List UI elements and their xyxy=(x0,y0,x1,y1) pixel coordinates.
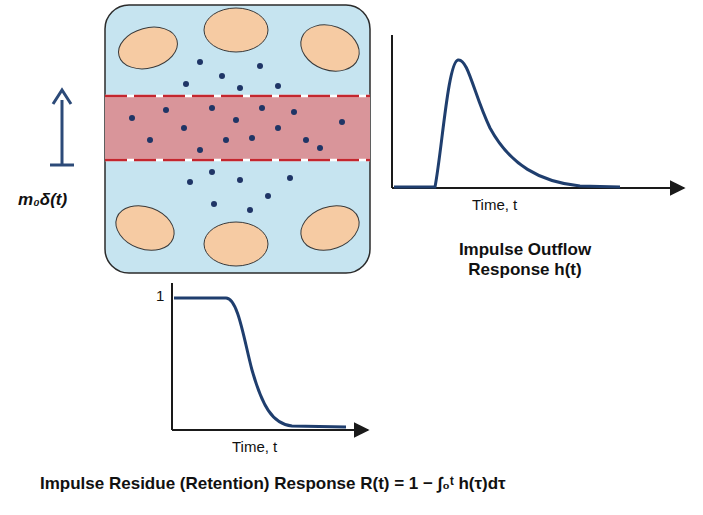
axis-label: Time, t xyxy=(232,438,277,456)
vessel-wall xyxy=(105,96,370,160)
tissue-region xyxy=(105,5,370,273)
axis-label: Time, t xyxy=(472,196,517,214)
caption-formula: Impulse Residue (Retention) Response R(t… xyxy=(40,474,506,494)
residue-graph xyxy=(172,283,368,430)
graph-title: Impulse Outflow Response h(t) xyxy=(430,240,620,281)
outflow-graph xyxy=(392,35,684,188)
tracer-dots xyxy=(129,59,345,213)
vessel-band xyxy=(105,96,370,160)
impulse-arrow xyxy=(50,90,74,165)
axis-tick: 1 xyxy=(156,287,164,305)
input-label: m₀δ(t) xyxy=(18,190,67,210)
